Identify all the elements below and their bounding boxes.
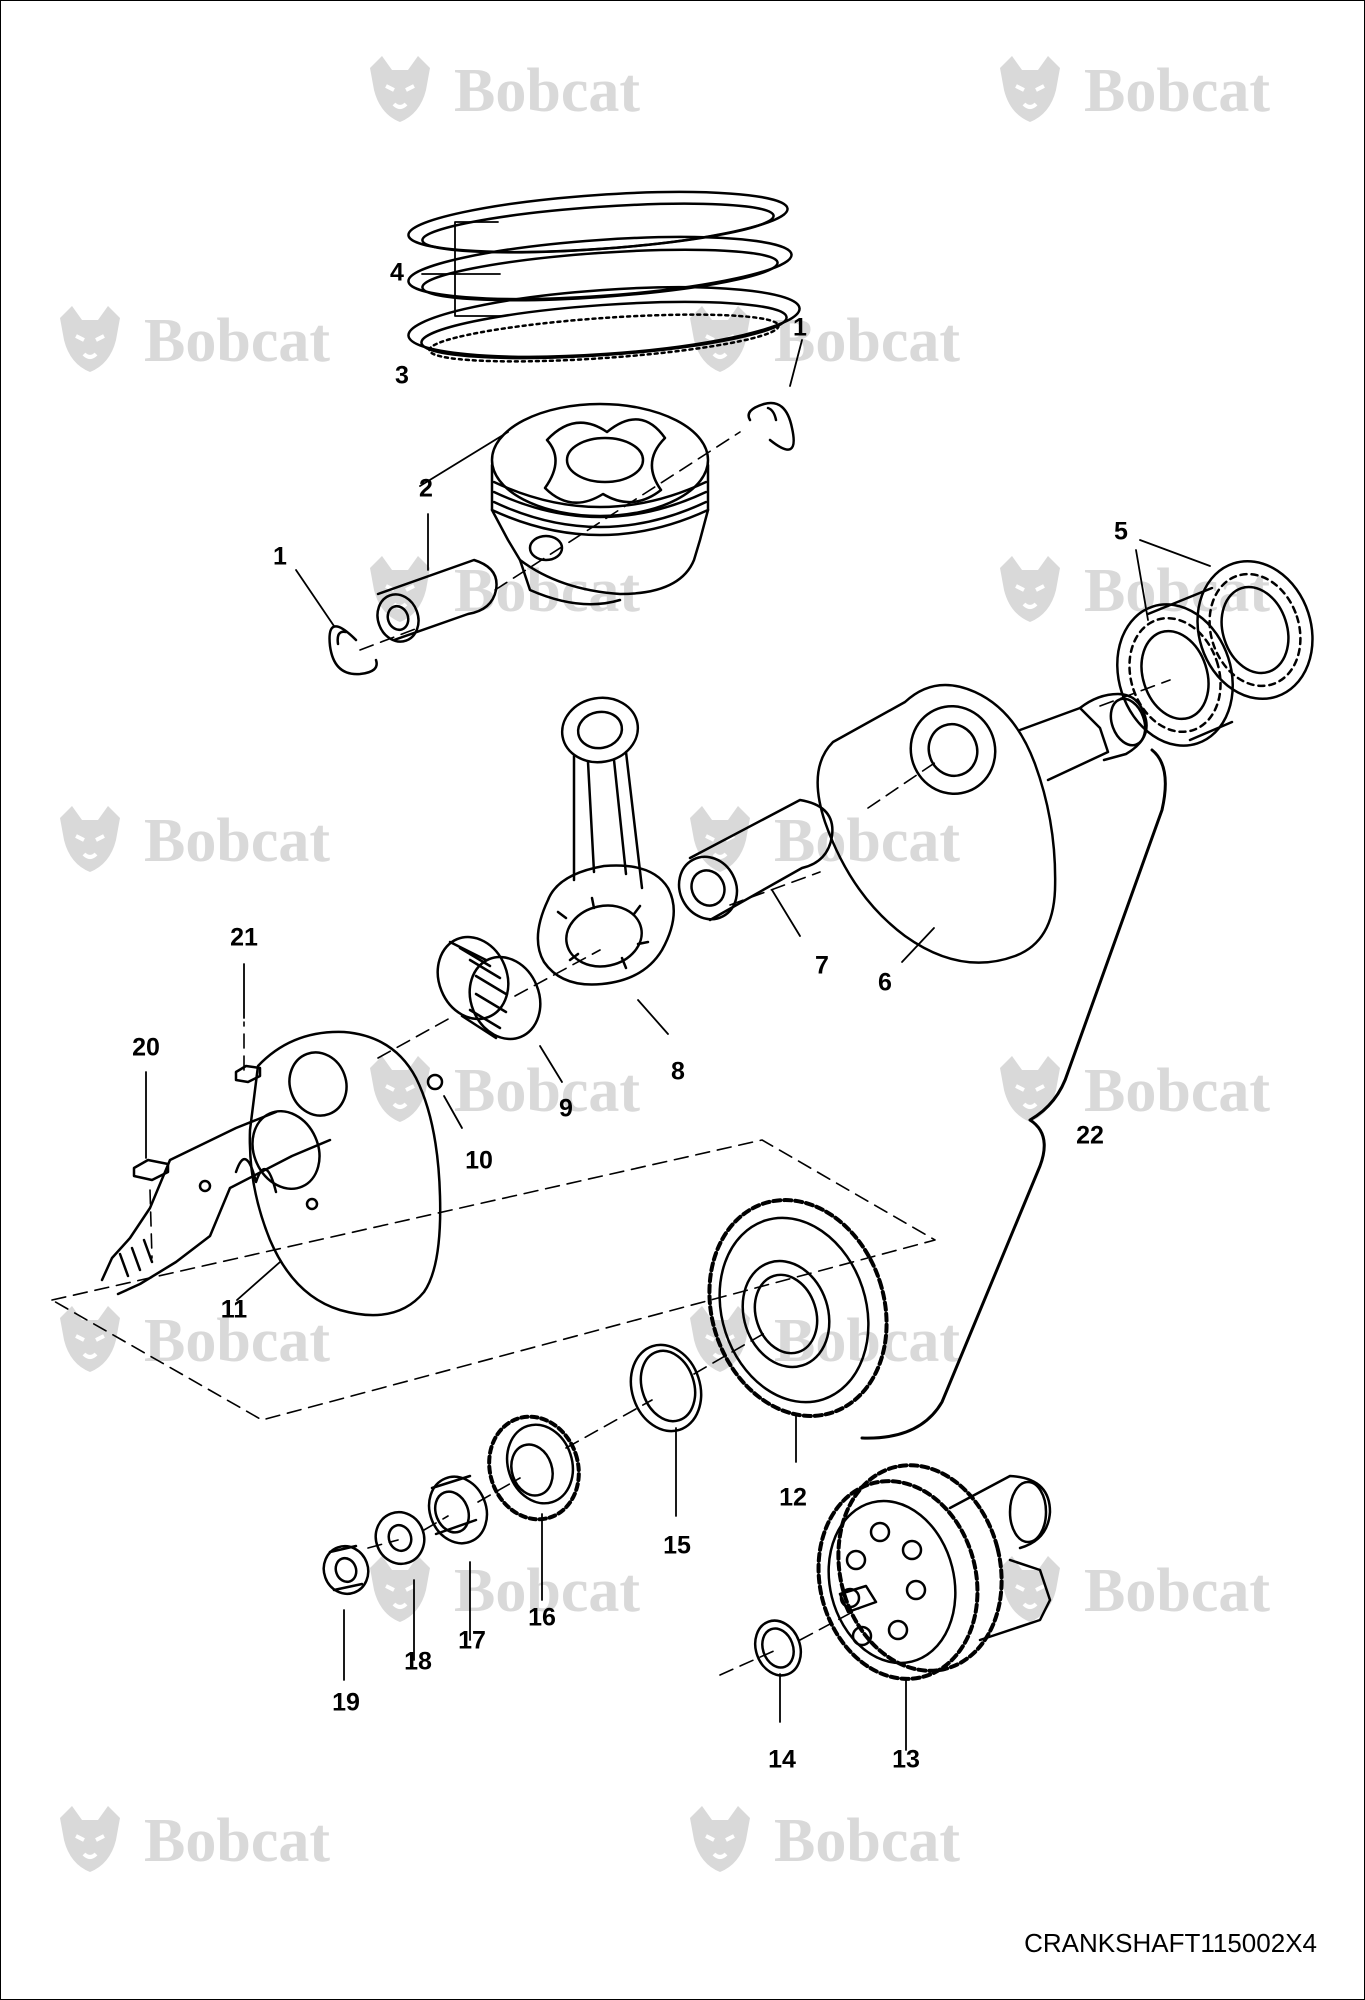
connecting-rod bbox=[536, 696, 675, 986]
watermark-text: Bobcat bbox=[454, 1057, 640, 1125]
callout-22: 22 bbox=[1076, 1121, 1104, 1150]
leader-lines bbox=[145, 221, 1211, 1751]
bobcat-logo-icon bbox=[690, 1806, 750, 1872]
callout-8: 8 bbox=[671, 1057, 685, 1086]
watermark-text: Bobcat bbox=[454, 557, 640, 625]
watermark-text: Bobcat bbox=[1084, 57, 1270, 125]
watermark-text: Bobcat bbox=[1084, 1057, 1270, 1125]
bobcat-logo-icon bbox=[370, 56, 430, 122]
callout-4: 4 bbox=[390, 258, 404, 287]
crank-pin bbox=[677, 798, 834, 922]
callout-9: 9 bbox=[559, 1094, 573, 1123]
watermark-text: Bobcat bbox=[774, 807, 960, 875]
callout-21: 21 bbox=[230, 923, 258, 952]
watermark-text: Bobcat bbox=[774, 1807, 960, 1875]
group-brace bbox=[860, 748, 1167, 1440]
bobcat-logo-icon bbox=[1000, 1056, 1060, 1122]
piston-rings bbox=[407, 190, 801, 363]
hex-nut bbox=[322, 1544, 370, 1596]
bobcat-logo-icon bbox=[1000, 1556, 1060, 1622]
bobcat-logo-icon bbox=[370, 1056, 430, 1122]
timing-sprocket bbox=[487, 1414, 581, 1522]
callout-7: 7 bbox=[815, 951, 829, 980]
bobcat-logo-icon bbox=[1000, 556, 1060, 622]
crankshaft-right-half bbox=[816, 683, 1148, 964]
watermark-text: Bobcat bbox=[144, 807, 330, 875]
watermark-text: Bobcat bbox=[454, 1557, 640, 1625]
bobcat-logo-icon bbox=[1000, 56, 1060, 122]
bobcat-logo-icon bbox=[60, 806, 120, 872]
watermark-text: Bobcat bbox=[1084, 557, 1270, 625]
piston bbox=[490, 402, 710, 606]
watermark-text: Bobcat bbox=[144, 1807, 330, 1875]
crankshaft-left-half bbox=[100, 1030, 442, 1317]
bobcat-logo-icon bbox=[60, 306, 120, 372]
bobcat-logo-icon bbox=[60, 1306, 120, 1372]
circlips bbox=[328, 401, 795, 676]
callout-2: 2 bbox=[419, 474, 433, 503]
watermark-text: Bobcat bbox=[1084, 1557, 1270, 1625]
watermark-text: Bobcat bbox=[454, 57, 640, 125]
callout-6: 6 bbox=[878, 968, 892, 997]
gear-circlip bbox=[753, 1619, 803, 1677]
callout-3: 3 bbox=[395, 361, 409, 390]
callout-20: 20 bbox=[132, 1033, 160, 1062]
balancer-gear bbox=[816, 1463, 1052, 1681]
callout-16: 16 bbox=[528, 1603, 556, 1632]
ball-bearings bbox=[1116, 559, 1314, 747]
crankshaft-gear bbox=[707, 1198, 889, 1418]
assembly-lines bbox=[51, 431, 1171, 1676]
needle-bearing bbox=[436, 935, 542, 1041]
callout-1-right: 1 bbox=[793, 313, 807, 342]
callout-17: 17 bbox=[458, 1626, 486, 1655]
callout-18: 18 bbox=[404, 1647, 432, 1676]
woodruff-keys bbox=[132, 1064, 262, 1182]
washer bbox=[374, 1510, 426, 1566]
drawing-id-caption: CRANKSHAFT115002X4 bbox=[1024, 1928, 1317, 1958]
callout-12: 12 bbox=[779, 1483, 807, 1512]
watermark-text: Bobcat bbox=[774, 307, 960, 375]
callout-1-left: 1 bbox=[273, 542, 287, 571]
callout-10: 10 bbox=[465, 1146, 493, 1175]
watermark-text: Bobcat bbox=[144, 307, 330, 375]
callout-13: 13 bbox=[892, 1745, 920, 1774]
bobcat-logo-icon bbox=[60, 1806, 120, 1872]
callout-11: 11 bbox=[220, 1295, 248, 1324]
callout-14: 14 bbox=[768, 1745, 796, 1774]
watermark-text: Bobcat bbox=[144, 1307, 330, 1375]
steel-ball bbox=[426, 1073, 444, 1091]
callout-15: 15 bbox=[663, 1531, 691, 1560]
callout-5: 5 bbox=[1114, 517, 1128, 546]
lock-nut bbox=[427, 1474, 489, 1545]
snap-ring bbox=[629, 1343, 703, 1433]
piston-pin bbox=[376, 558, 498, 643]
bobcat-logo-icon bbox=[370, 1556, 430, 1622]
callout-19: 19 bbox=[332, 1688, 360, 1717]
